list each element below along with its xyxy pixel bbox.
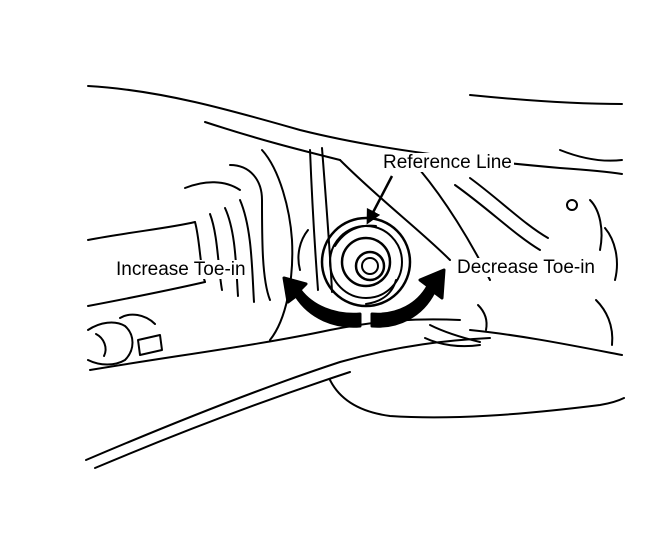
cam-bolt-assembly	[297, 216, 412, 308]
decrease-toe-in-label: Decrease Toe-in	[455, 257, 598, 278]
reference-line-label: Reference Line	[381, 152, 514, 173]
decrease-toe-in-arrow-icon	[370, 268, 446, 328]
vehicle-underbody-lines	[85, 85, 625, 469]
reference-line-pointer	[366, 175, 394, 225]
increase-toe-in-label: Increase Toe-in	[114, 259, 248, 280]
increase-toe-in-arrow-icon	[282, 276, 362, 328]
